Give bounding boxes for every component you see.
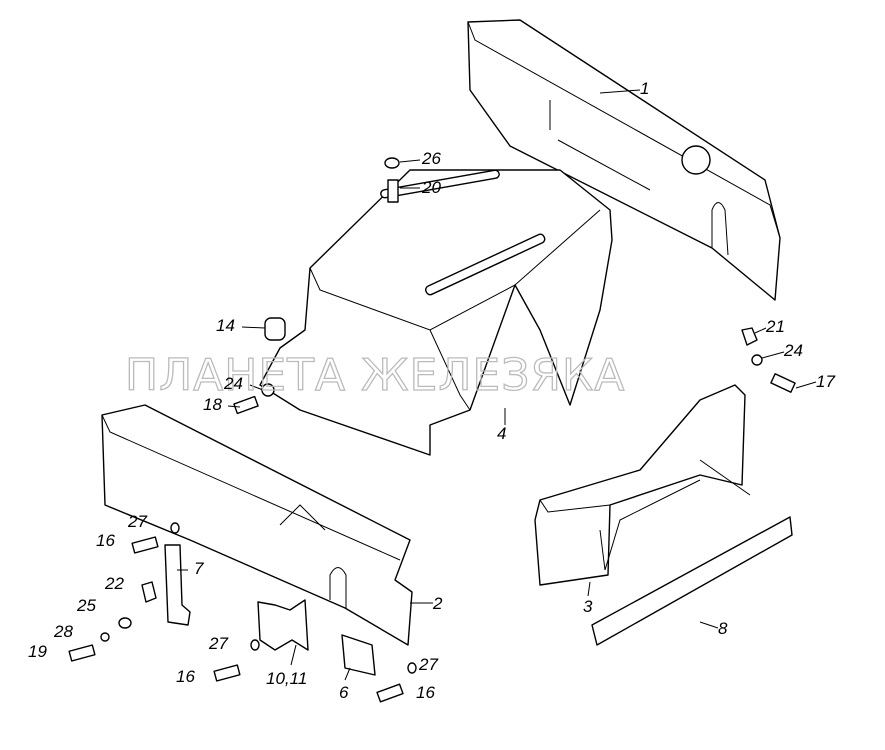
callout-27: 27 [418, 655, 438, 674]
part-4-engine-cover [259, 169, 613, 456]
callout-26: 26 [421, 149, 441, 168]
callout-18: 18 [203, 395, 222, 414]
callout-21: 21 [765, 317, 785, 336]
callout-20: 20 [421, 178, 441, 197]
callout-19: 19 [28, 642, 47, 661]
callout-24: 24 [223, 374, 243, 393]
callout-3: 3 [583, 597, 593, 616]
callout-16: 16 [176, 667, 195, 686]
part-3-side-panel [534, 384, 751, 586]
callout-17: 17 [816, 372, 835, 391]
callout-16: 16 [416, 683, 435, 702]
callout-27: 27 [127, 512, 147, 531]
part-10-11-plate [257, 599, 309, 651]
callout-7: 7 [194, 559, 204, 578]
callout-6: 6 [339, 683, 349, 702]
callout-22: 22 [104, 574, 124, 593]
callout-16: 16 [96, 531, 115, 550]
callout-4: 4 [497, 424, 506, 443]
callout-27: 27 [208, 634, 228, 653]
callout-labels: 1 26 20 14 21 24 17 24 18 4 27 16 7 22 2… [28, 79, 835, 702]
callout-8: 8 [718, 619, 728, 638]
callout-10-11: 10,11 [266, 669, 307, 688]
fasteners [68, 157, 796, 703]
leader-lines [177, 89, 817, 681]
part-7-bracket [164, 544, 191, 626]
callout-2: 2 [432, 594, 443, 613]
callout-24: 24 [783, 341, 803, 360]
watermark: ПЛАНЕТА ЖЕЛЕЗЯКА [125, 350, 625, 401]
part-8-strip [591, 516, 793, 646]
part-1-rear-panel [467, 19, 781, 301]
part-2-front-panel [101, 404, 413, 646]
callout-28: 28 [53, 622, 73, 641]
part-6-plate [341, 634, 376, 676]
callout-25: 25 [76, 596, 96, 615]
callout-14: 14 [216, 316, 235, 335]
callout-1: 1 [640, 79, 649, 98]
